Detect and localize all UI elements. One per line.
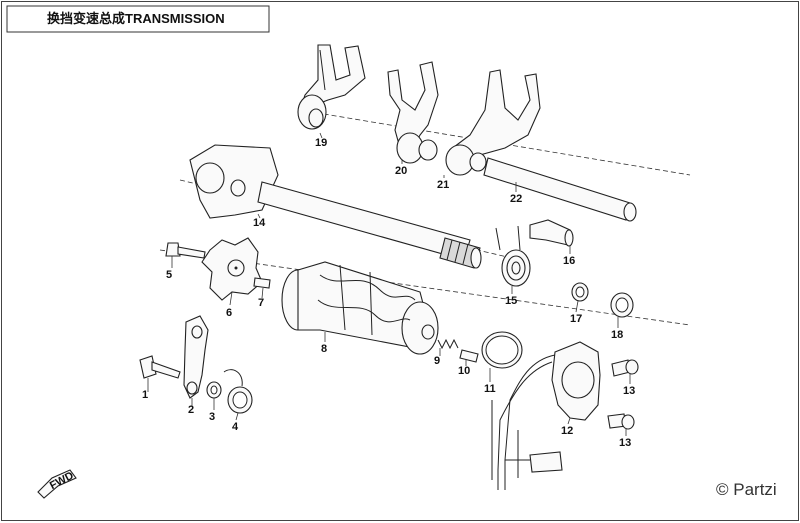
part-21-shift-fork: [445, 69, 541, 176]
fwd-label: FWD: [48, 470, 76, 492]
callout-17: 17: [570, 313, 582, 325]
part-1-bolt: [139, 355, 181, 379]
part-15-spring: [495, 225, 531, 287]
part-16-pin: [529, 219, 574, 247]
part-10-plunger: [459, 349, 479, 363]
callout-16: 16: [563, 255, 575, 267]
axis-line-forks: [299, 109, 691, 176]
fwd-arrow: FWD: [37, 469, 77, 499]
callout-22: 22: [510, 193, 522, 205]
part-4-collar: [223, 369, 253, 414]
callout-13-lower: 13: [619, 437, 631, 449]
callout-3: 3: [209, 411, 215, 423]
callout-8: 8: [321, 343, 327, 355]
part-22-fork-shaft: [483, 157, 637, 222]
part-17-circlip: [571, 282, 589, 302]
callout-15: 15: [505, 295, 517, 307]
part-14-shift-shaft: [189, 144, 482, 269]
part-7-pin: [253, 277, 271, 289]
callout-20: 20: [395, 165, 407, 177]
title-box: 换挡变速总成TRANSMISSION: [6, 5, 270, 33]
callout-9: 9: [434, 355, 440, 367]
callout-12: 12: [561, 425, 573, 437]
part-12-gear-sensor: [491, 341, 601, 490]
part-11-o-ring: [481, 331, 523, 369]
leader-lines: [147, 160, 631, 436]
callout-14: 14: [253, 217, 266, 229]
part-2-shift-arm: [183, 315, 209, 399]
callout-19: 19: [315, 137, 327, 149]
callout-21: 21: [437, 179, 449, 191]
watermark: © Partzi: [716, 480, 777, 499]
callout-18: 18: [611, 329, 623, 341]
part-18-washer: [610, 292, 634, 318]
callout-1: 1: [142, 389, 148, 401]
callout-5: 5: [166, 269, 172, 281]
callout-11: 11: [484, 383, 496, 395]
part-13-bolt-upper: [611, 359, 639, 377]
callout-10: 10: [458, 365, 470, 377]
callout-4: 4: [232, 421, 239, 433]
part-8-shift-drum: [281, 261, 439, 355]
part-13-bolt-lower: [607, 413, 635, 430]
part-9-spring: [437, 338, 459, 350]
callout-2: 2: [188, 404, 194, 416]
callout-7: 7: [258, 297, 264, 309]
part-5-bolt: [165, 242, 206, 259]
part-19-shift-fork: [297, 44, 366, 130]
part-20-shift-fork: [387, 61, 439, 164]
callout-13-upper: 13: [623, 385, 635, 397]
part-6-star-cam: [201, 237, 263, 301]
callout-6: 6: [226, 307, 232, 319]
diagram-title: 换挡变速总成TRANSMISSION: [47, 11, 225, 26]
part-3-washer: [206, 381, 222, 399]
